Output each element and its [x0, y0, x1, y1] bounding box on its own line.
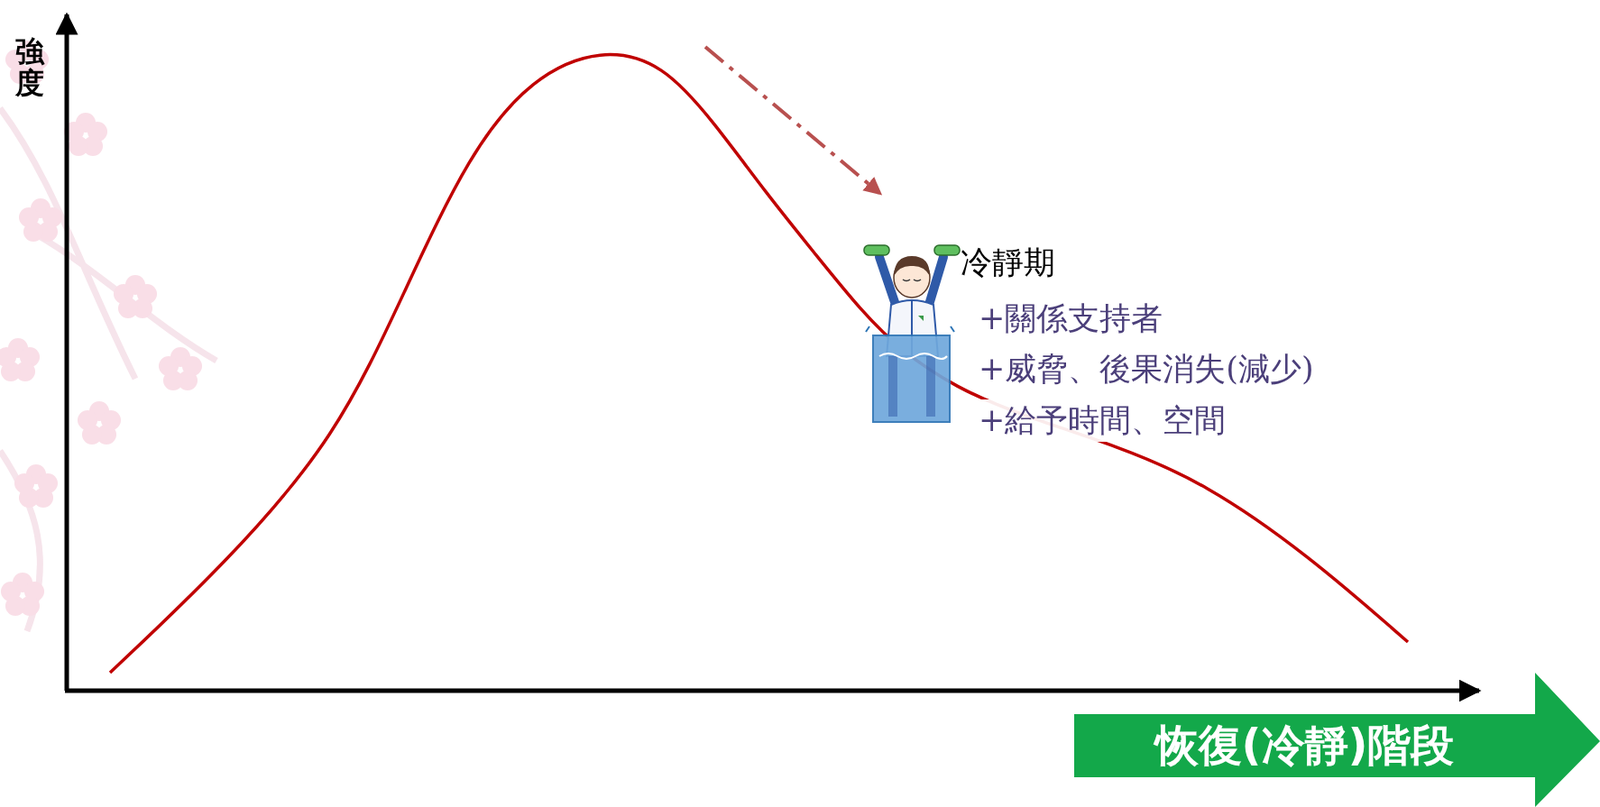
phase-arrow: 恢復(冷靜)階段: [1074, 672, 1600, 807]
strategy-note: +威脅、後果消失(減少): [976, 348, 1316, 391]
strategy-note: +給予時間、空間: [976, 399, 1228, 442]
intensity-curve: [110, 55, 1408, 673]
y-axis: [64, 14, 70, 691]
trend-arrow: [705, 46, 880, 194]
phase-title: 冷靜期: [958, 241, 1058, 285]
calm-figure: [864, 245, 960, 423]
phase-label: 恢復(冷靜)階段: [1155, 717, 1455, 775]
arrow-fill: [1074, 672, 1600, 807]
axis-label: 強度: [15, 36, 45, 100]
x-axis: [64, 689, 1480, 694]
blossom-decoration: [0, 40, 217, 632]
strategy-note: +關係支持者: [976, 297, 1165, 341]
